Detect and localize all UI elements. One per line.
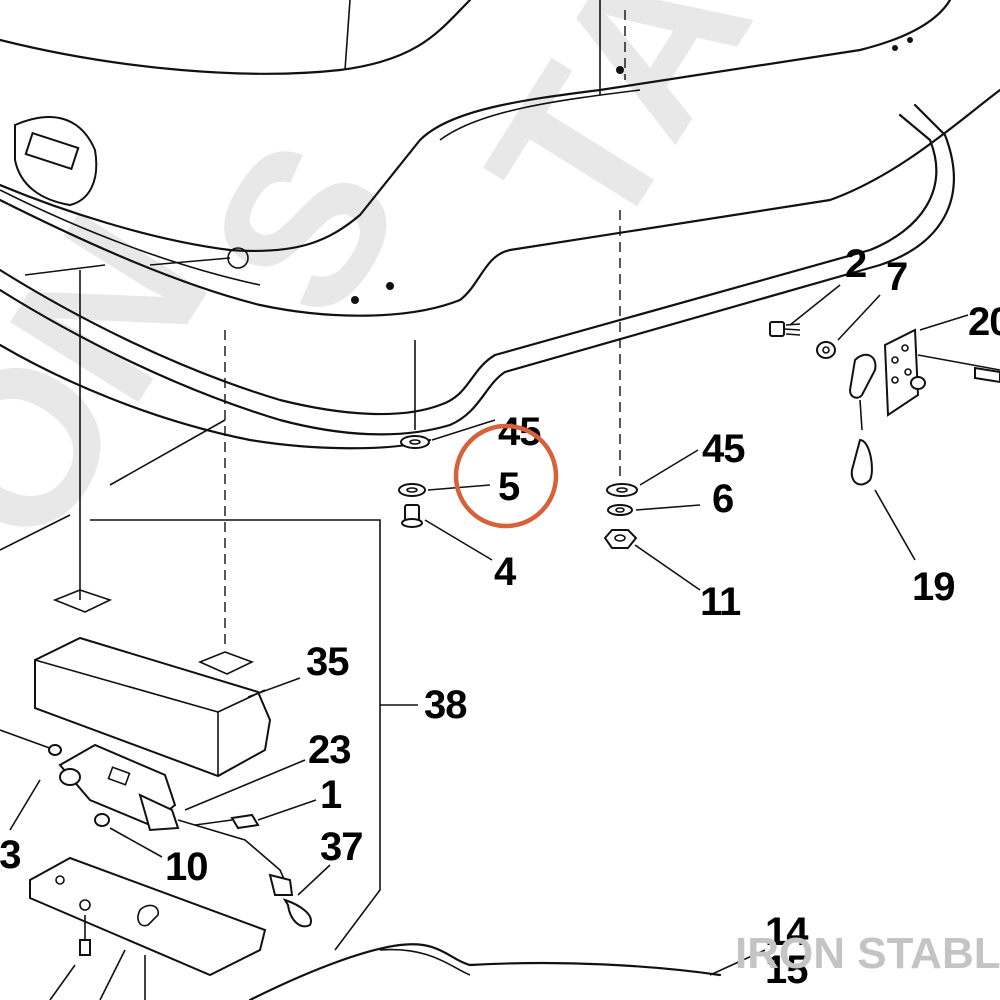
callout-10: 10 <box>165 845 208 889</box>
callout-45-right: 45 <box>702 427 745 471</box>
callout-6: 6 <box>712 477 733 521</box>
callout-19: 19 <box>912 565 955 609</box>
callout-labels: 2 7 20 45 5 4 45 6 11 19 35 38 23 1 37 1… <box>0 242 1000 992</box>
callout-37: 37 <box>320 825 363 869</box>
callout-38: 38 <box>424 683 467 727</box>
callout-11: 11 <box>700 580 741 624</box>
hinge-bracket <box>769 321 1000 486</box>
callout-7: 7 <box>886 255 907 299</box>
watermark-wordmark: IRON STABLE <box>735 929 1000 978</box>
callout-2: 2 <box>845 242 866 286</box>
box-part-35 <box>34 589 272 778</box>
hardware-stack-left <box>398 435 430 528</box>
callout-1: 1 <box>320 773 342 817</box>
highlight-circle <box>453 423 559 529</box>
callout-33: 33 <box>0 833 21 877</box>
callout-5: 5 <box>498 465 520 509</box>
callout-15: 15 <box>765 948 808 992</box>
lower-body-edge <box>248 943 722 1000</box>
lid-outline <box>0 0 1000 317</box>
hardware-stack-right <box>603 483 638 549</box>
callout-45-left: 45 <box>498 410 541 454</box>
callout-4: 4 <box>494 550 517 594</box>
watermark-logo: ON S TA <box>0 0 797 585</box>
leader-lines <box>9 284 969 976</box>
callout-23: 23 <box>308 728 351 772</box>
callout-14: 14 <box>765 910 809 954</box>
callout-35: 35 <box>306 640 349 684</box>
latch-actuator <box>0 729 312 928</box>
callout-20: 20 <box>968 300 1000 344</box>
base-plate <box>29 856 267 1000</box>
lid-gasket <box>0 103 955 450</box>
